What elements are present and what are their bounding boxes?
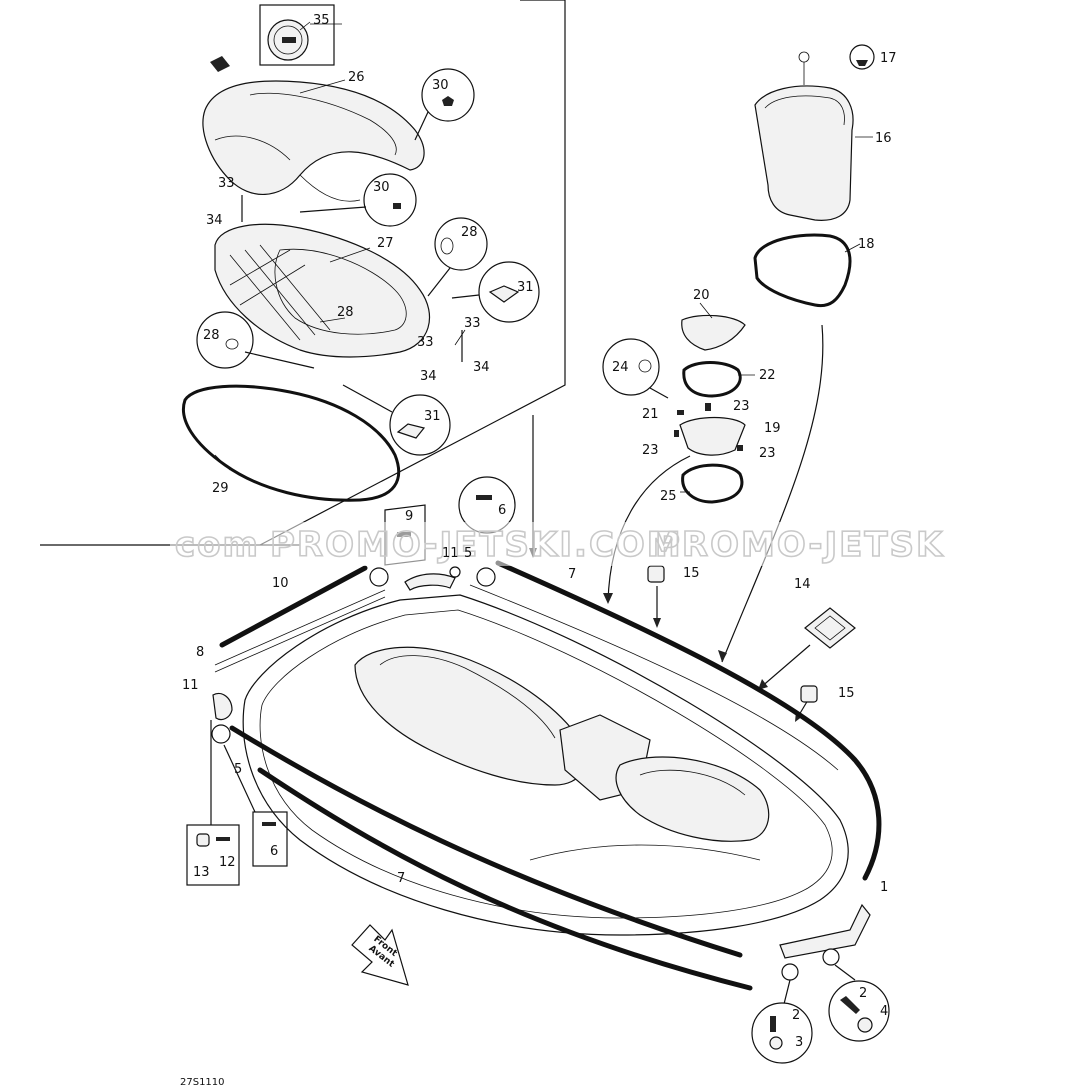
small-bin-group xyxy=(602,302,755,504)
bin-seal-part xyxy=(753,233,861,308)
label-5: 5 xyxy=(234,762,242,777)
label-8: 8 xyxy=(196,645,204,660)
label-28: 28 xyxy=(461,225,478,240)
label-33: 33 xyxy=(464,316,481,331)
label-29: 29 xyxy=(212,481,229,496)
seat-base-part xyxy=(214,223,430,358)
label-11: 11 xyxy=(442,546,459,561)
leader-lines-inset xyxy=(214,23,466,471)
gauge-part xyxy=(259,4,335,66)
label-23: 23 xyxy=(759,446,776,461)
label-28: 28 xyxy=(337,305,354,320)
label-6: 6 xyxy=(270,844,278,859)
seat-cover-part xyxy=(202,80,425,202)
label-24: 24 xyxy=(612,360,629,375)
rub-rail-parts xyxy=(214,560,882,991)
label-15: 15 xyxy=(838,686,855,701)
label-30: 30 xyxy=(373,180,390,195)
label-31: 31 xyxy=(424,409,441,424)
label-33: 33 xyxy=(218,176,235,191)
label-6: 6 xyxy=(498,503,506,518)
lower-left-callouts xyxy=(186,720,288,886)
label-7: 7 xyxy=(568,567,576,582)
label-11: 11 xyxy=(182,678,199,693)
label-4: 4 xyxy=(880,1004,888,1019)
label-34: 34 xyxy=(206,213,223,228)
label-23: 23 xyxy=(733,399,750,414)
drawing-code: 27S1110 xyxy=(180,1077,225,1087)
storage-bin-part xyxy=(754,44,875,221)
label-27: 27 xyxy=(377,236,394,251)
label-23: 23 xyxy=(642,443,659,458)
label-26: 26 xyxy=(348,70,365,85)
label-20: 20 xyxy=(693,288,710,303)
label-15: 15 xyxy=(683,566,700,581)
clip-part xyxy=(210,56,230,72)
label-17: 17 xyxy=(880,51,897,66)
label-22: 22 xyxy=(759,368,776,383)
label-34: 34 xyxy=(473,360,490,375)
watermark-main: PROMO-JETSKI.COM xyxy=(270,525,683,565)
fitting-parts xyxy=(647,565,818,703)
hull-deck-part xyxy=(242,594,849,936)
label-10: 10 xyxy=(272,576,289,591)
watermark-right: PROMO-JETSK xyxy=(655,525,944,565)
label-28: 28 xyxy=(203,328,220,343)
label-12: 12 xyxy=(219,855,236,870)
label-9: 9 xyxy=(405,509,413,524)
label-35: 35 xyxy=(313,13,330,28)
label-34: 34 xyxy=(420,369,437,384)
label-25: 25 xyxy=(660,489,677,504)
part-number-labels: 35 26 30 30 33 34 27 28 31 28 28 33 33 3… xyxy=(180,13,897,1087)
label-5: 5 xyxy=(464,546,472,561)
label-31: 31 xyxy=(517,280,534,295)
label-19: 19 xyxy=(764,421,781,436)
front-direction-arrow: Front Avant xyxy=(351,924,409,986)
label-2: 2 xyxy=(859,986,867,1001)
label-30: 30 xyxy=(432,78,449,93)
label-7: 7 xyxy=(397,871,405,886)
label-33: 33 xyxy=(417,335,434,350)
vent-gasket-part xyxy=(804,607,856,649)
label-21: 21 xyxy=(642,407,659,422)
label-2: 2 xyxy=(792,1008,800,1023)
label-3: 3 xyxy=(795,1035,803,1050)
watermark: com PROMO-JETSKI.COM PROMO-JETSK xyxy=(170,522,944,566)
bottom-right-callouts xyxy=(751,948,890,1064)
label-18: 18 xyxy=(858,237,875,252)
callout-circles-inset xyxy=(196,68,540,456)
watermark-left: com xyxy=(175,525,260,565)
label-13: 13 xyxy=(193,865,210,880)
label-1: 1 xyxy=(880,880,888,895)
label-16: 16 xyxy=(875,131,892,146)
label-14: 14 xyxy=(794,577,811,592)
